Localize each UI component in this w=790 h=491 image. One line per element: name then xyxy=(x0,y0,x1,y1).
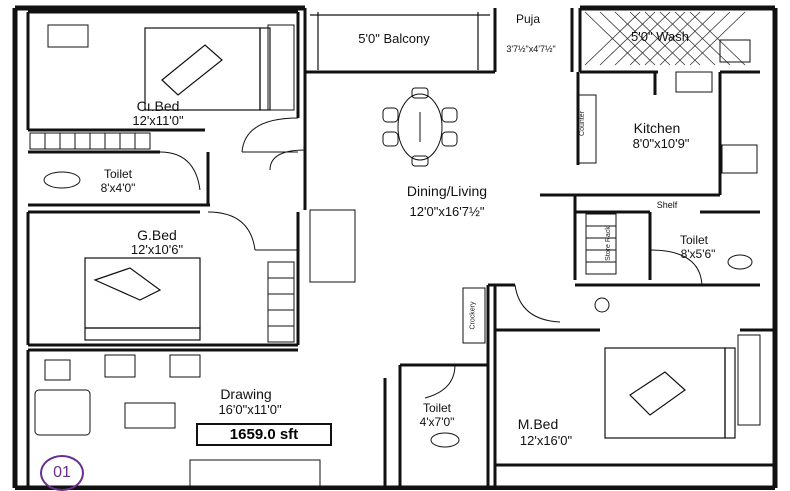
toilet-1-dim: 8'x4'0" xyxy=(100,181,136,195)
drawing-name: Drawing xyxy=(220,386,272,402)
kitchen-name: Kitchen xyxy=(633,120,681,136)
outer-walls xyxy=(12,5,778,490)
m-bed-dim: 12'x16'0" xyxy=(519,433,573,448)
crockery-label: Crockery xyxy=(469,301,477,330)
toilet-1-name: Toilet xyxy=(103,167,133,181)
shelf-label: Shelf xyxy=(656,200,678,210)
m-bed-name: M.Bed xyxy=(517,416,559,432)
balcony-hatch xyxy=(310,12,490,70)
child-bed-dim: 12'x11'0" xyxy=(132,113,184,128)
g-bed-name: G.Bed xyxy=(137,227,177,243)
g-bed-dim: 12'x10'6" xyxy=(130,242,184,257)
area-label: 1659.0 sft xyxy=(196,423,332,446)
bed-child xyxy=(144,27,271,111)
dining-living-dim: 12'0"x16'7½" xyxy=(409,204,485,219)
fixtures xyxy=(43,24,758,448)
store-label: Store Rack xyxy=(604,226,612,261)
toilet-2-name: Toilet xyxy=(679,233,709,247)
bed-master xyxy=(604,347,736,439)
counter-label: Counter xyxy=(578,111,586,136)
bed-guest xyxy=(84,257,201,341)
drawing-furniture xyxy=(34,354,321,487)
toilet-2-dim: 8'x5'6" xyxy=(680,247,716,261)
puja-dim: 3'7½"x4'7½" xyxy=(506,44,556,54)
toilet-3-name: Toilet xyxy=(422,401,452,415)
wash-hatch xyxy=(584,11,746,66)
unit-number-badge: 01 xyxy=(40,455,84,491)
kitchen-dim: 8'0"x10'9" xyxy=(632,136,690,151)
wardrobe-hatch xyxy=(29,24,761,426)
child-bed-name: Cı.Bed xyxy=(136,98,180,114)
drawing-dim: 16'0"x11'0" xyxy=(218,402,282,417)
dining-living-name: Dining/Living xyxy=(406,183,488,199)
door-swings xyxy=(159,117,703,399)
wash-label: 5'0" Wash xyxy=(631,29,689,44)
dining-table xyxy=(382,87,458,167)
toilet-3-dim: 4'x7'0" xyxy=(419,415,455,429)
puja-name: Puja xyxy=(515,12,541,26)
balcony-label: 5'0" Balcony xyxy=(358,31,430,46)
